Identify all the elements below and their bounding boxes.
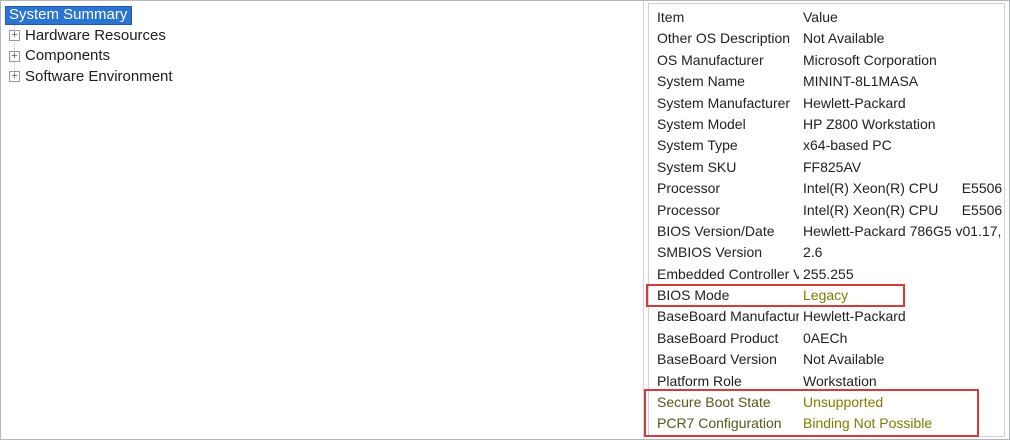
item-cell: System Manufacturer [657, 94, 791, 111]
table-row[interactable]: BaseBoard Version Not Available [649, 349, 1004, 370]
sidebar-item-hardware-resources[interactable]: + Hardware Resources [2, 26, 643, 47]
expand-plus-icon[interactable]: + [9, 71, 20, 83]
expand-plus-icon[interactable]: + [9, 30, 20, 42]
item-cell: SMBIOS Version [657, 244, 763, 261]
value-cell: Unsupported [803, 394, 884, 411]
value-cell: FF825AV [803, 158, 862, 175]
value-cell: Intel(R) Xeon(R) CPU E5506 [803, 201, 1003, 218]
table-row[interactable]: Secure Boot State Unsupported [649, 392, 1004, 413]
item-cell: BaseBoard Manufacturer [657, 308, 799, 325]
value-cell: Workstation [803, 372, 877, 389]
value-cell: 255.255 [803, 265, 854, 282]
value-cell: Not Available [803, 351, 885, 368]
expand-plus-icon[interactable]: + [9, 50, 20, 62]
item-cell: OS Manufacturer [657, 51, 764, 68]
table-row[interactable]: System Model HP Z800 Workstation [649, 114, 1004, 135]
table-row[interactable]: Processor Intel(R) Xeon(R) CPU E5506 [649, 200, 1004, 221]
item-cell: System Type [657, 137, 738, 154]
table-row[interactable]: Embedded Controller V...255.255 [649, 264, 1004, 285]
value-cell: HP Z800 Workstation [803, 115, 936, 132]
item-cell: BaseBoard Product [657, 329, 779, 346]
sidebar-item-label: Software Environment [25, 67, 173, 85]
item-cell: Secure Boot State [657, 394, 771, 411]
sidebar-item-system-summary[interactable]: System Summary [2, 5, 643, 26]
category-tree: System Summary + Hardware Resources + Compon… [2, 2, 643, 87]
value-cell: Not Available [803, 30, 885, 47]
value-cell: Legacy [803, 287, 849, 304]
sidebar-item-label: Hardware Resources [25, 26, 166, 44]
item-cell: Processor [657, 180, 721, 197]
item-cell: Platform Role [657, 372, 742, 389]
value-cell: x64-based PC [803, 137, 892, 154]
table-row[interactable]: BIOS Mode Legacy [649, 285, 1004, 306]
table-row[interactable]: Processor Intel(R) Xeon(R) CPU E5506 [649, 178, 1004, 199]
table-row[interactable]: BIOS Version/Date Hewlett-Packard 786G5 v… [649, 221, 1004, 242]
item-cell: PCR7 Configuration [657, 415, 782, 432]
value-cell: Microsoft Corporation [803, 51, 937, 68]
table-row[interactable]: OS Manufacturer Microsoft Corporation [649, 50, 1004, 71]
item-cell: BIOS Version/Date [657, 222, 775, 239]
sidebar-item-software-environment[interactable]: + Software Environment [2, 67, 643, 88]
item-cell: Processor [657, 201, 721, 218]
category-tree-panel: System Summary + Hardware Resources + Compon… [2, 2, 644, 438]
value-cell: Binding Not Possible [803, 415, 933, 432]
sidebar-item-label: Components [25, 47, 111, 65]
table-header-row: Item Value [649, 7, 1004, 28]
table-row[interactable]: BaseBoard Product 0AECh [649, 328, 1004, 349]
table-row[interactable]: SMBIOS Version 2.6 [649, 242, 1004, 263]
item-cell: BaseBoard Version [657, 351, 777, 368]
value-cell: MININT-8L1MASA [803, 73, 919, 90]
table-row[interactable]: PCR7 Configuration Binding Not Possible [649, 413, 1004, 434]
value-cell: Intel(R) Xeon(R) CPU E5506 [803, 180, 1003, 197]
column-header-value[interactable]: Value [803, 9, 838, 25]
table-row[interactable]: System Manufacturer Hewlett-Packard [649, 93, 1004, 114]
table-row[interactable]: Other OS Description Not Available [649, 28, 1004, 49]
value-cell: Hewlett-Packard [803, 94, 906, 111]
value-cell: Hewlett-Packard 786G5 v01.17, 8/ [803, 222, 1004, 239]
table-row[interactable]: System Name MININT-8L1MASA [649, 71, 1004, 92]
item-cell: System SKU [657, 158, 737, 175]
value-cell: 0AECh [803, 329, 848, 346]
item-cell: Other OS Description [657, 30, 791, 47]
table-row[interactable]: System SKU FF825AV [649, 157, 1004, 178]
item-cell: System Name [657, 73, 745, 90]
column-header-item[interactable]: Item [657, 9, 685, 25]
item-cell: Embedded Controller V... [657, 265, 799, 282]
sidebar-item-components[interactable]: + Components [2, 46, 643, 67]
table-row[interactable]: System Type x64-based PC [649, 135, 1004, 156]
value-cell: Hewlett-Packard [803, 308, 906, 325]
sidebar-item-label: System Summary [5, 5, 133, 25]
item-cell: System Model [657, 115, 746, 132]
item-cell: BIOS Mode [657, 287, 730, 304]
value-cell: 2.6 [803, 244, 823, 261]
table-row[interactable]: Platform Role Workstation [649, 371, 1004, 392]
